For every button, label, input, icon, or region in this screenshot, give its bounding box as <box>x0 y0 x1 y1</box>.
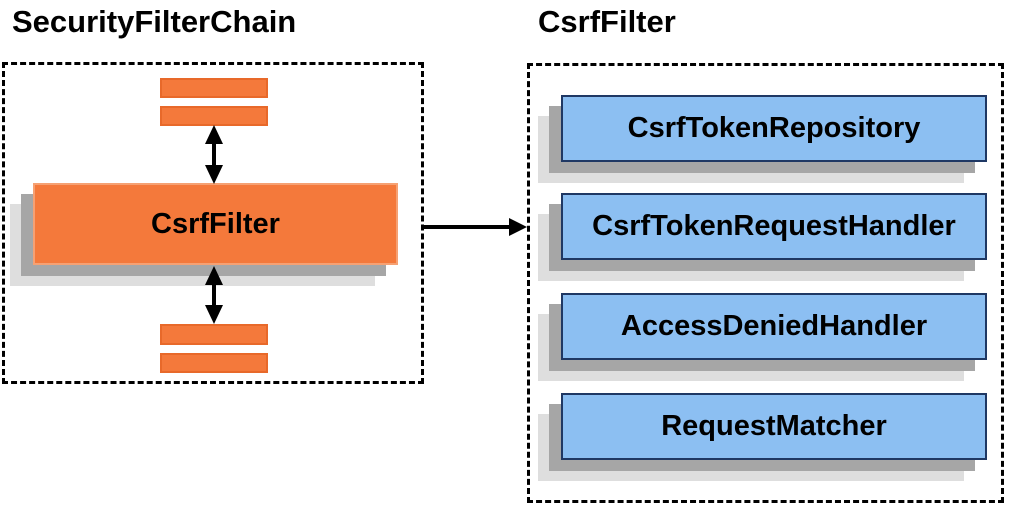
csrf-filter-box: CsrfFilter <box>33 183 398 265</box>
component-box-access-denied-handler: AccessDeniedHandler <box>561 293 987 360</box>
component-box-label: CsrfTokenRequestHandler <box>592 210 956 242</box>
filter-chain-bar <box>160 78 268 98</box>
csrf-filter-box-label: CsrfFilter <box>151 207 280 240</box>
component-box-label: AccessDeniedHandler <box>620 310 928 342</box>
filter-chain-bar <box>160 353 268 373</box>
component-box-label: CsrfTokenRepository <box>627 112 921 144</box>
filter-chain-bar <box>160 106 268 126</box>
security-filter-chain-title: SecurityFilterChain <box>12 4 297 39</box>
csrf-filter-reference-arrow <box>424 218 527 236</box>
component-box-csrf-token-request-handler: CsrfTokenRequestHandler <box>561 193 987 260</box>
component-box-request-matcher: RequestMatcher <box>561 393 987 460</box>
security-filter-chain-container <box>2 62 424 384</box>
arrowhead-right-icon <box>509 218 527 236</box>
csrf-filter-container <box>527 63 1004 503</box>
csrf-filter-title: CsrfFilter <box>538 4 676 39</box>
component-box-csrf-token-repository: CsrfTokenRepository <box>561 95 987 162</box>
component-box-label: RequestMatcher <box>661 410 887 442</box>
filter-chain-bar <box>160 324 268 345</box>
